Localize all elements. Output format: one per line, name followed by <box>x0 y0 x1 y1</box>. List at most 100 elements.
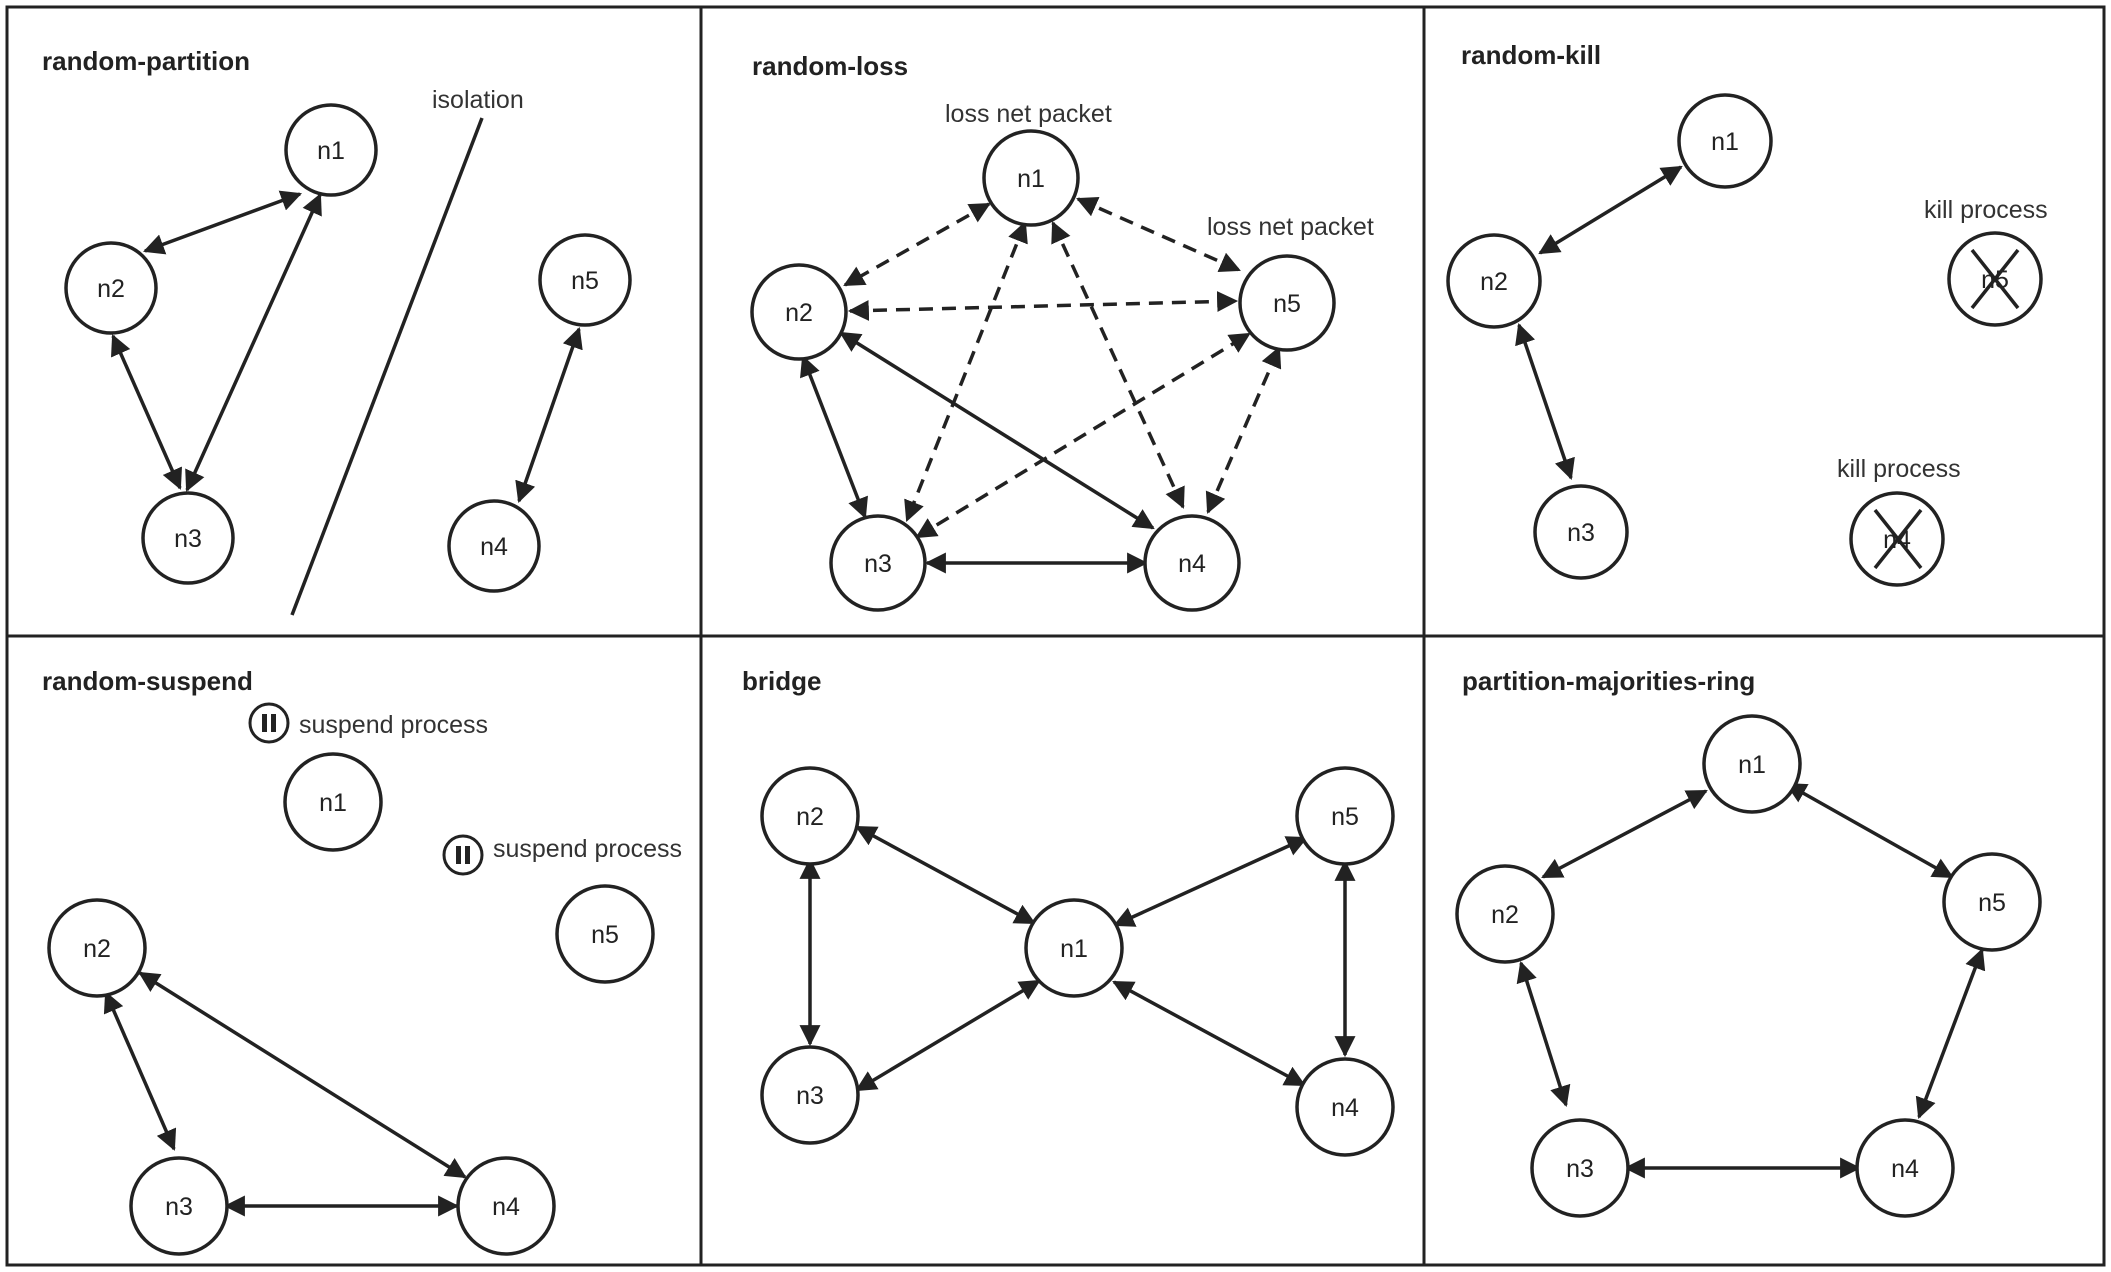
node-label: n5 <box>571 267 599 295</box>
node-circle <box>1143 514 1241 612</box>
pause-icon-bar <box>262 714 267 732</box>
node-n3: n3 <box>1533 484 1629 580</box>
panel-random-kill: random-kill kill process kill process n1… <box>1446 40 2048 587</box>
panel-title: random-partition <box>42 46 250 76</box>
edges <box>799 825 1356 1092</box>
edge-n2-n4 <box>839 331 1155 530</box>
node-label: n5 <box>1273 290 1301 318</box>
node-n2: n2 <box>1446 233 1542 329</box>
node-n3: n3 <box>1530 1118 1630 1218</box>
node-label: n2 <box>785 299 813 327</box>
node-circle <box>1702 714 1802 814</box>
node-label: n1 <box>317 137 345 165</box>
edges <box>1515 165 1683 480</box>
suspend-note-n1: suspend process <box>299 711 488 739</box>
node-label: n4 <box>480 533 508 561</box>
node-label: n1 <box>319 789 347 817</box>
pause-icon-bar <box>465 846 470 864</box>
panel-random-suspend: random-suspend suspend process suspend p… <box>42 666 682 1256</box>
suspend-note-n5: suspend process <box>493 835 682 863</box>
node-n1: n1 <box>1024 898 1124 998</box>
edge-n1-n2 <box>843 202 991 287</box>
node-label: n5 <box>591 921 619 949</box>
kill-note-n5: kill process <box>1924 196 2048 224</box>
panel-title: random-kill <box>1461 40 1601 70</box>
panel-title: bridge <box>742 666 821 696</box>
node-label: n2 <box>83 935 111 963</box>
node-n5-suspended: n5 <box>555 884 655 984</box>
node-circle <box>1238 254 1336 352</box>
node-label: n4 <box>1178 550 1206 578</box>
edge-n1-n2 <box>1541 789 1708 879</box>
node-circle <box>1446 233 1542 329</box>
node-n4: n4 <box>1143 514 1241 612</box>
edge-n2-n4 <box>138 971 467 1179</box>
node-n5: n5 <box>1942 852 2042 952</box>
cross-icon <box>1873 508 1923 570</box>
edge-n3-n1 <box>855 979 1041 1092</box>
edges <box>103 971 467 1217</box>
node-circle <box>1295 1057 1395 1157</box>
node-label: n3 <box>174 525 202 553</box>
node-n1: n1 <box>284 103 378 197</box>
edges <box>111 190 583 503</box>
edge-n5-n1 <box>1113 836 1308 927</box>
node-circle <box>538 233 632 327</box>
node-circle <box>1530 1118 1630 1218</box>
pause-icon-ring <box>248 702 290 744</box>
node-label: n3 <box>1566 1155 1594 1183</box>
node-label: n2 <box>97 275 125 303</box>
kill-note-n4: kill process <box>1837 455 1961 483</box>
node-n4: n4 <box>456 1156 556 1256</box>
edge-n2-n3 <box>800 355 868 519</box>
node-label: n3 <box>864 550 892 578</box>
node-n4: n4 <box>447 499 541 593</box>
edge-n4-n1 <box>1112 980 1306 1087</box>
pause-icon <box>442 834 484 876</box>
node-n1: n1 <box>1677 93 1773 189</box>
node-label: n5 <box>1331 803 1359 831</box>
node-n3: n3 <box>141 491 235 585</box>
pause-icon <box>248 702 290 744</box>
edges <box>1516 782 1986 1179</box>
cross-icon <box>1970 248 2020 310</box>
node-n4: n4 <box>1855 1118 1955 1218</box>
pause-icon-bar <box>271 714 276 732</box>
node-n4-killed: n4 <box>1849 491 1945 587</box>
node-circle <box>1455 864 1555 964</box>
node-circle <box>982 129 1080 227</box>
node-circle <box>1677 93 1773 189</box>
node-n2: n2 <box>47 898 147 998</box>
cross-stroke <box>1970 248 2020 310</box>
node-n1: n1 <box>1702 714 1802 814</box>
edge-n2-n3 <box>103 991 177 1151</box>
edge-n1-n3 <box>185 193 322 492</box>
node-label: n1 <box>1060 935 1088 963</box>
edge-n1-n3 <box>904 221 1028 522</box>
node-label: n1 <box>1711 128 1739 156</box>
node-circle <box>1295 766 1395 866</box>
node-label: n3 <box>165 1193 193 1221</box>
isolation-line <box>290 117 484 616</box>
pause-icon-bar <box>456 846 461 864</box>
node-label: n2 <box>796 803 824 831</box>
loss-note-n1: loss net packet <box>945 100 1112 128</box>
node-n2: n2 <box>750 263 848 361</box>
edge-n2-n3 <box>1516 960 1571 1108</box>
node-n2: n2 <box>1455 864 1555 964</box>
node-n3: n3 <box>829 514 927 612</box>
node-n2: n2 <box>760 766 860 866</box>
node-circle <box>1024 898 1124 998</box>
node-circle <box>283 752 383 852</box>
node-n2: n2 <box>64 241 158 335</box>
node-label: n3 <box>1567 519 1595 547</box>
node-n5-killed: n5 <box>1947 231 2043 327</box>
node-n3: n3 <box>760 1045 860 1145</box>
node-circle <box>456 1156 556 1256</box>
edge-n2-n3 <box>1515 323 1575 480</box>
panel-title: random-loss <box>752 51 908 81</box>
edge-n1-n2 <box>1538 165 1683 255</box>
edge-n4-n5 <box>1205 346 1282 514</box>
edges <box>800 197 1282 574</box>
